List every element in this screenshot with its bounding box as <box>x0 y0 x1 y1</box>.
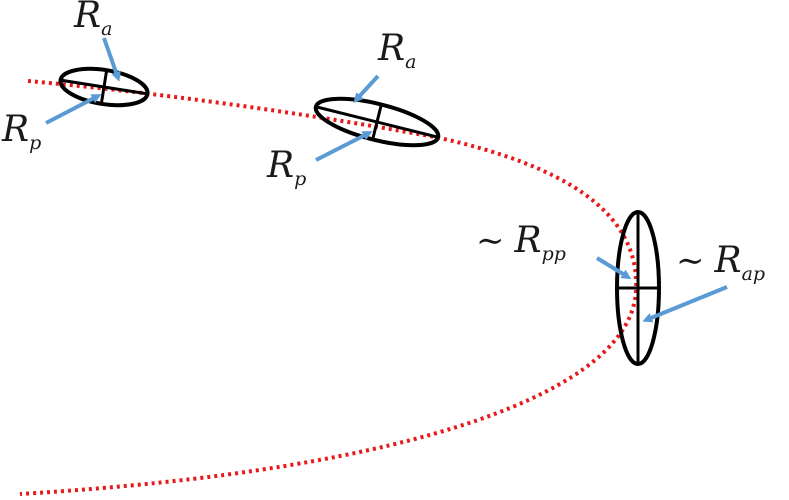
ellipse-3 <box>615 210 661 366</box>
ellipse-1-minor-axis <box>99 69 109 105</box>
label-ellipse3-Rpp-sub: pp <box>542 243 566 265</box>
label-ellipse1-Ra: Ra <box>73 0 112 40</box>
label-ellipse1-Rp-symbol: R <box>1 109 29 150</box>
arrow-ellipse3-Rpp <box>595 256 632 280</box>
arrow-ellipse2-Rp <box>315 131 373 162</box>
label-ellipse2-Ra-symbol: R <box>377 28 405 69</box>
label-ellipse2-Rp: Rp <box>266 145 306 190</box>
trajectory-curve <box>19 79 639 496</box>
label-ellipse3-Rap-sub: ap <box>742 263 766 285</box>
label-ellipse3-Rpp-prefix: ∼ <box>476 221 505 261</box>
arrow-ellipse1-Rp <box>45 94 102 125</box>
label-ellipse3-Rap-symbol: R <box>714 240 742 281</box>
arrow-ellipse2-Ra <box>353 74 380 103</box>
label-ellipse1-Ra-symbol: R <box>73 0 101 36</box>
arrow-ellipse3-Rap <box>642 285 728 323</box>
label-ellipse1-Rp-sub: p <box>29 132 41 154</box>
label-ellipse2-Ra-sub: a <box>405 51 416 73</box>
label-ellipse2-Rp-symbol: R <box>266 145 294 186</box>
ellipse-2-minor-axis <box>371 104 383 140</box>
label-ellipse2-Rp-sub: p <box>294 168 306 190</box>
arrow-ellipse1-Ra <box>102 37 121 82</box>
label-ellipse1-Rp: Rp <box>1 109 41 154</box>
label-ellipse3-Rpp-symbol: R <box>514 220 542 261</box>
label-ellipse3-Rpp: ∼Rpp <box>476 220 566 265</box>
ellipse-2 <box>313 96 441 148</box>
label-ellipse3-Rap: ∼Rap <box>676 240 765 285</box>
label-ellipse2-Ra: Ra <box>377 28 416 73</box>
label-ellipse3-Rap-prefix: ∼ <box>676 241 705 281</box>
label-ellipse1-Ra-sub: a <box>101 18 112 40</box>
ellipse-1 <box>58 66 150 108</box>
